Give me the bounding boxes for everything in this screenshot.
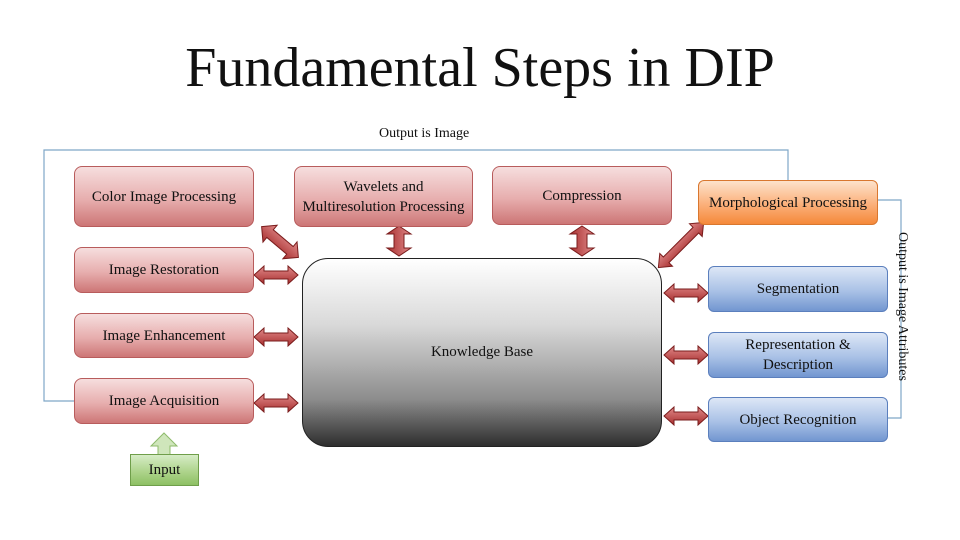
- output-image-bracket: [43, 149, 789, 402]
- double-arrow-segmentation: [663, 282, 709, 304]
- double-arrow-recognition: [663, 405, 709, 427]
- double-arrow-wavelets: [385, 225, 413, 257]
- output-attributes-label: Output is Image Attributes: [895, 232, 910, 381]
- step-segmentation: Segmentation: [708, 266, 888, 312]
- step-color-image-processing: Color Image Processing: [74, 166, 254, 227]
- step-wavelets: Wavelets and Multiresolution Processing: [294, 166, 473, 227]
- double-arrow-compression: [568, 225, 596, 257]
- double-arrow-color: [261, 224, 299, 260]
- step-morphological-processing: Morphological Processing: [698, 180, 878, 225]
- step-image-enhancement: Image Enhancement: [74, 313, 254, 358]
- step-compression: Compression: [492, 166, 672, 225]
- output-attributes-bracket: [878, 199, 902, 419]
- double-arrow-representation: [663, 344, 709, 366]
- output-image-label: Output is Image: [379, 126, 470, 141]
- step-representation-description: Representation & Description: [708, 332, 888, 378]
- double-arrow-acquisition: [253, 392, 299, 414]
- double-arrow-restoration: [253, 264, 299, 286]
- knowledge-base-label: Knowledge Base: [430, 344, 534, 360]
- input-up-arrow: [149, 432, 179, 456]
- step-image-acquisition: Image Acquisition: [74, 378, 254, 424]
- double-arrow-enhancement: [253, 326, 299, 348]
- input-box: Input: [130, 454, 199, 486]
- slide-title: Fundamental Steps in DIP: [185, 37, 775, 99]
- knowledge-base: Knowledge Base: [302, 258, 662, 447]
- step-image-restoration: Image Restoration: [74, 247, 254, 293]
- step-object-recognition: Object Recognition: [708, 397, 888, 442]
